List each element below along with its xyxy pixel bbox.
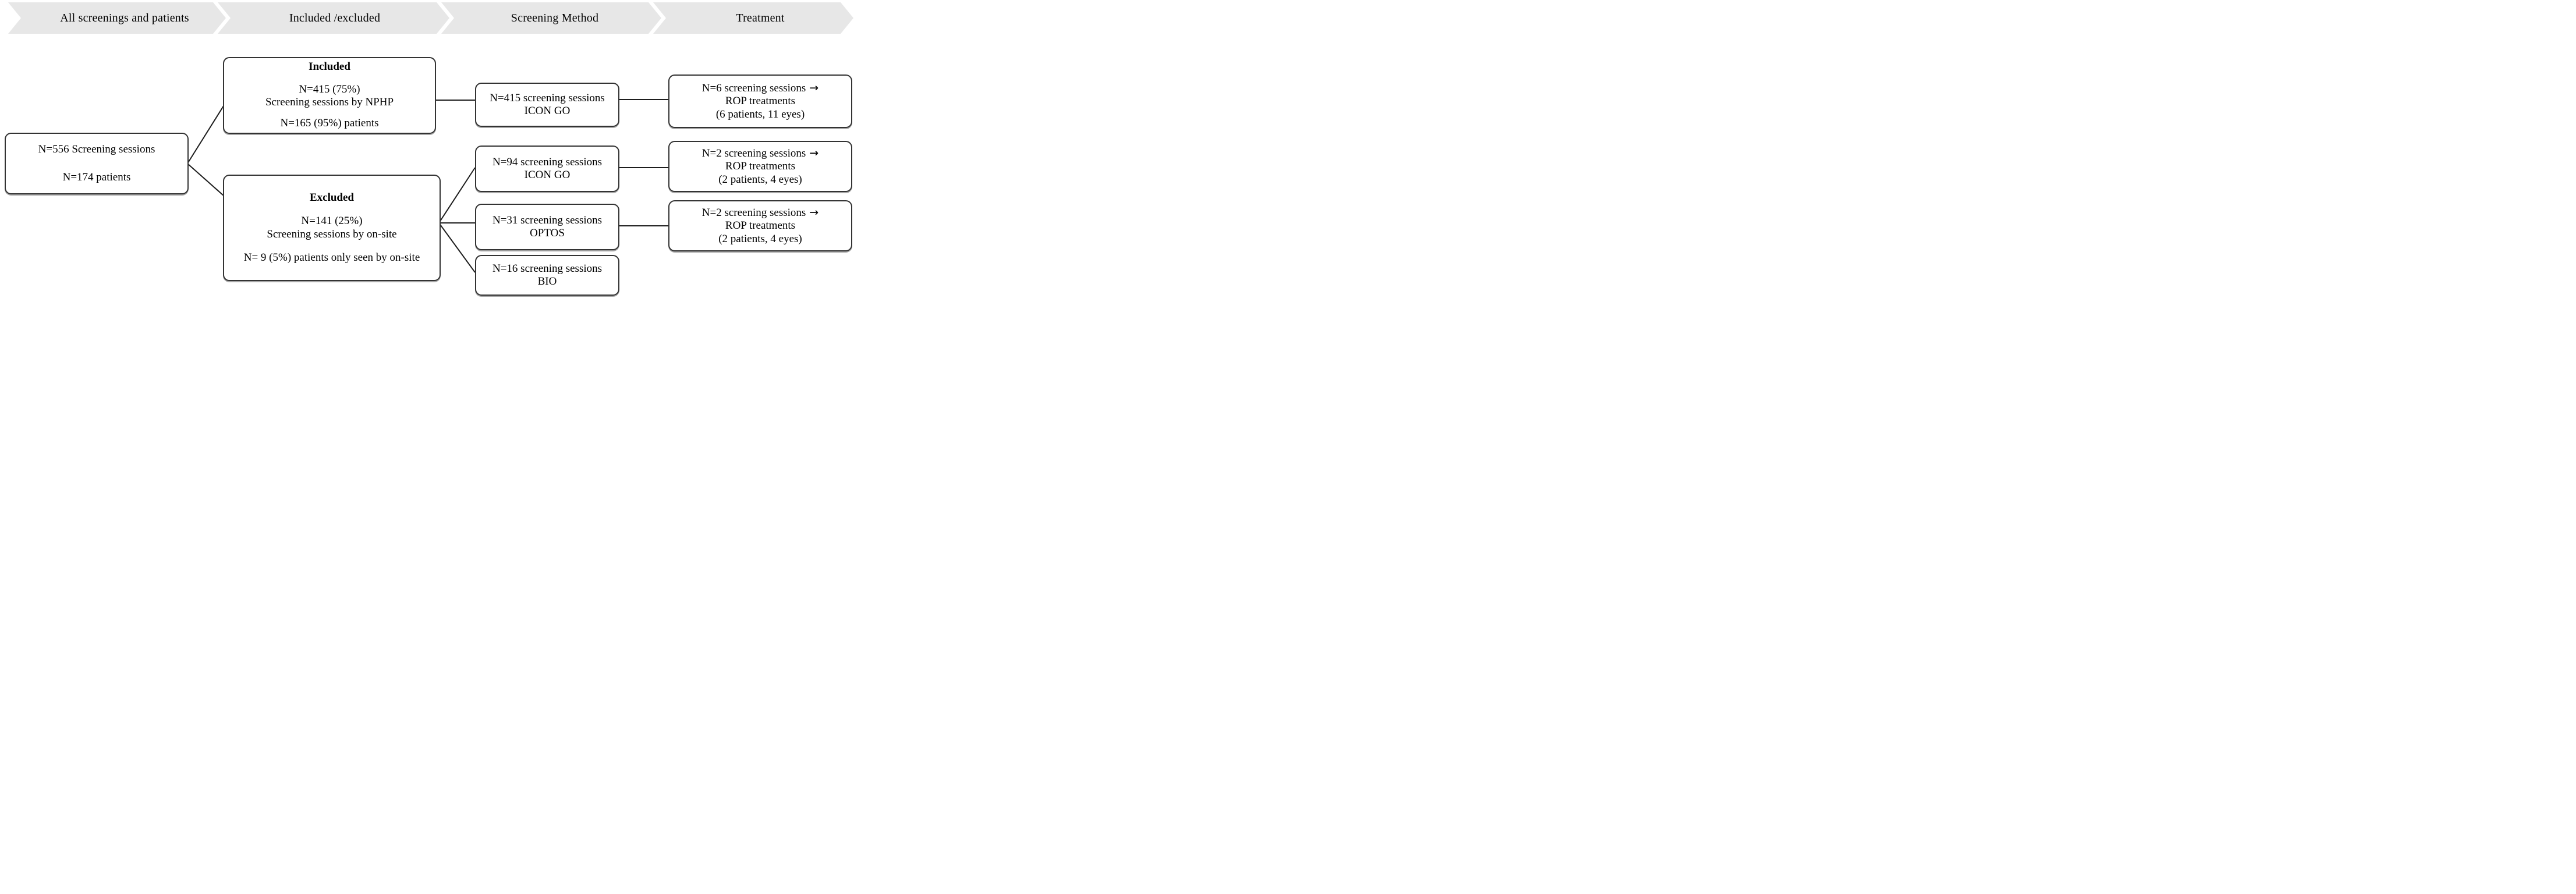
method-device-line: ICON GO — [524, 169, 571, 181]
excluded-patients-count: N= 9 (5%) patients only seen by on-site — [243, 251, 420, 264]
banner-step-label: Screening Method — [511, 11, 599, 24]
source-box: N=556 Screening sessions N=174 patients — [5, 133, 189, 194]
treatment-sessions-line: N=2 screening sessions→ — [702, 206, 818, 219]
method-sessions-line: N=31 screening sessions — [492, 214, 603, 226]
treatment-rop-line: ROP treatments — [725, 219, 796, 232]
banner-step-label: Treatment — [736, 11, 785, 24]
treatment-detail-line: (2 patients, 4 eyes) — [718, 232, 802, 245]
excluded-title: Excluded — [309, 191, 355, 204]
banner-chevron-3 — [441, 2, 661, 34]
banner-step-treatment: Treatment — [653, 2, 852, 34]
treatment-rop-line: ROP treatments — [725, 160, 796, 173]
source-patients-line: N=174 patients — [62, 171, 131, 183]
included-sessions-count: N=415 (75%) — [299, 83, 360, 95]
method-device-line: ICON GO — [524, 105, 571, 117]
included-box: Included N=415 (75%) Screening sessions … — [223, 57, 436, 134]
method-sessions-line: N=415 screening sessions — [490, 91, 605, 104]
method-device-line: BIO — [537, 275, 557, 288]
connector-excluded-icongo94 — [438, 167, 476, 224]
treatment-sessions-text: N=2 screening sessions — [701, 147, 806, 159]
rop-screening-flowchart: All screenings and patients Included /ex… — [0, 0, 859, 298]
connector-excluded-bio — [438, 222, 476, 273]
banner-step-all-screenings: All screenings and patients — [8, 2, 226, 34]
source-sessions-line: N=556 Screening sessions — [38, 143, 155, 155]
excluded-sessions-count: N=141 (25%) — [301, 215, 363, 228]
excluded-box: Excluded N=141 (25%) Screening sessions … — [223, 175, 441, 281]
banner-step-label: All screenings and patients — [60, 11, 189, 24]
diagram-shapes-layer — [8, 2, 853, 273]
treatment-detail-line: (2 patients, 4 eyes) — [718, 173, 802, 186]
treatment-sessions-text: N=6 screening sessions — [701, 81, 806, 94]
treatment-sessions-text: N=2 screening sessions — [701, 206, 806, 219]
treatment-box-optos: N=2 screening sessions→ ROP treatments (… — [668, 200, 852, 251]
banner-chevron-4 — [653, 2, 853, 34]
right-arrow-icon: → — [809, 205, 819, 219]
right-arrow-icon: → — [809, 146, 819, 159]
method-box-optos-31: N=31 screening sessions OPTOS — [475, 204, 619, 250]
method-sessions-line: N=94 screening sessions — [492, 155, 603, 168]
banner-step-included-excluded: Included /excluded — [218, 2, 437, 34]
connector-source-excluded — [187, 163, 224, 196]
treatment-sessions-line: N=6 screening sessions→ — [702, 81, 818, 95]
method-box-icon-go-415: N=415 screening sessions ICON GO — [475, 83, 619, 127]
included-sessions-desc: Screening sessions by NPHP — [265, 96, 394, 108]
method-box-icon-go-94: N=94 screening sessions ICON GO — [475, 146, 619, 192]
included-patients-count: N=165 (95%) patients — [280, 117, 379, 130]
right-arrow-icon: → — [809, 81, 819, 94]
treatment-sessions-line: N=2 screening sessions→ — [702, 147, 818, 160]
banner-chevron-1 — [8, 2, 226, 34]
treatment-rop-line: ROP treatments — [725, 95, 796, 108]
connector-source-included — [187, 105, 224, 164]
method-device-line: OPTOS — [530, 227, 565, 239]
treatment-detail-line: (6 patients, 11 eyes) — [715, 108, 805, 120]
banner-chevron-2 — [218, 2, 449, 34]
included-title: Included — [309, 61, 350, 73]
treatment-box-icon-go: N=2 screening sessions→ ROP treatments (… — [668, 141, 852, 192]
banner-step-label: Included /excluded — [289, 11, 381, 24]
method-sessions-line: N=16 screening sessions — [492, 262, 603, 275]
banner-step-screening-method: Screening Method — [441, 2, 653, 34]
treatment-box-nphp: N=6 screening sessions→ ROP treatments (… — [668, 74, 852, 128]
excluded-sessions-desc: Screening sessions by on-site — [267, 228, 397, 240]
method-box-bio-16: N=16 screening sessions BIO — [475, 255, 619, 296]
